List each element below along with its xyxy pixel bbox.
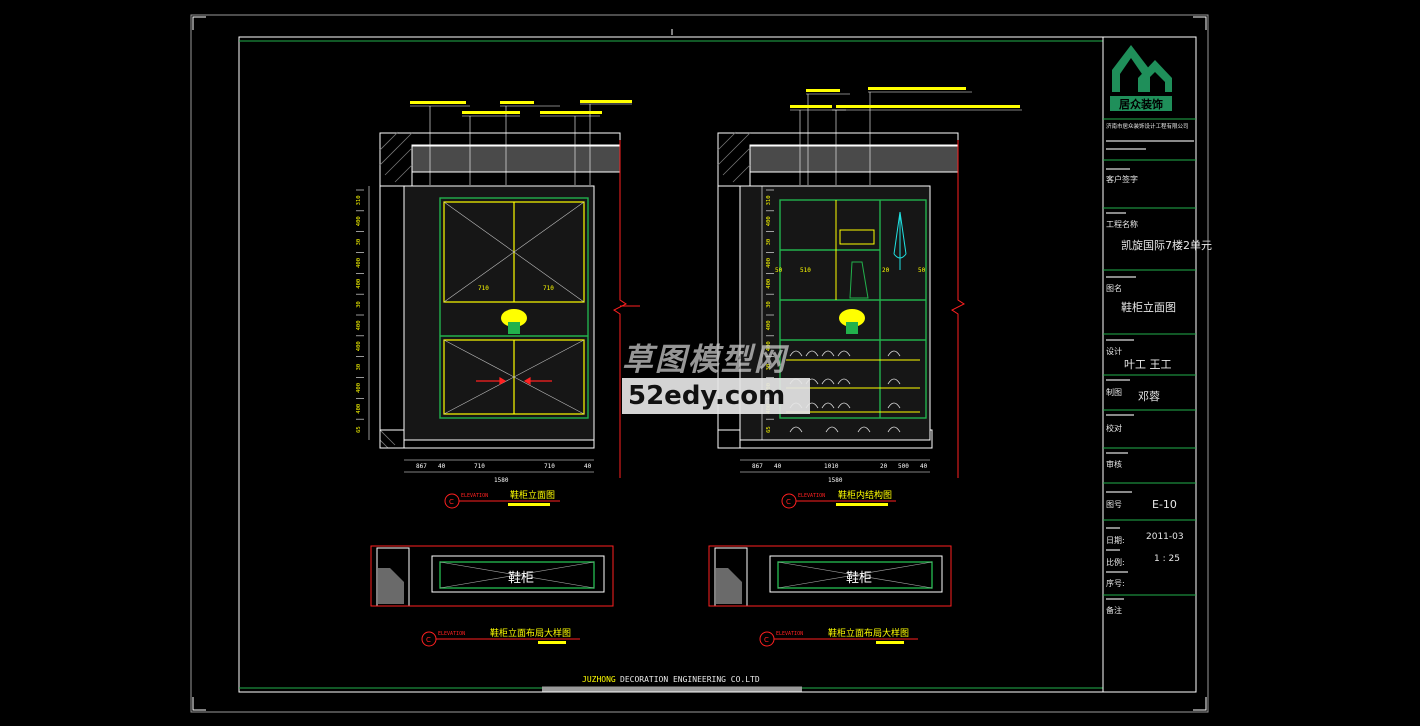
- plan-title-right: 鞋柜立面布局大样图: [828, 627, 909, 639]
- plan-label-right: 鞋柜: [846, 570, 872, 586]
- inner-dim-2: 510: [800, 267, 811, 274]
- audit-label: 审核: [1106, 459, 1122, 469]
- right-vdim-3: 30: [766, 239, 772, 246]
- elevation-label-left: ELEVATION: [461, 493, 488, 499]
- right-vdim-6: 30: [766, 301, 772, 308]
- right-vdim-4: 400: [766, 258, 772, 268]
- right-dim-2: 40: [774, 463, 782, 470]
- right-elevation-view: 50 510 20 50 310400304004003040040030400…: [717, 87, 1022, 509]
- left-dim-total: 1580: [494, 477, 509, 484]
- title-block: 居众装饰 济南市居众装饰设计工程有限公司: [1103, 45, 1212, 615]
- left-vdim-5: 400: [356, 279, 362, 289]
- scale-value: 1 : 25: [1154, 554, 1180, 564]
- left-dim-3: 710: [474, 463, 485, 470]
- footer-company-en-1: JUZHONG: [582, 675, 616, 684]
- umbrella-icon: [893, 211, 907, 270]
- company-full-name: 济南市居众装饰设计工程有限公司: [1106, 122, 1189, 130]
- right-plan-detail: 鞋柜 C ELEVATION 鞋柜立面布局大样图: [708, 545, 952, 647]
- drawing-label: 图名: [1106, 283, 1122, 293]
- designer-names: 叶工 王工: [1124, 358, 1172, 371]
- check-label: 校对: [1106, 423, 1122, 433]
- left-dim-1: 867: [416, 463, 427, 470]
- left-vdim-10: 400: [356, 383, 362, 393]
- left-dim-5: 40: [584, 463, 592, 470]
- flower-vase-icon: [501, 309, 527, 334]
- left-view-title: 鞋柜立面图: [510, 489, 555, 501]
- drafter-name: 邓蓉: [1138, 390, 1160, 403]
- company-logo: [1110, 45, 1172, 111]
- right-flower-vase-icon: [839, 309, 865, 334]
- number-label: 图号: [1106, 500, 1122, 509]
- right-vdim-1: 310: [766, 195, 772, 205]
- sheet-frame: [190, 14, 1209, 713]
- right-dim-total: 1580: [828, 477, 843, 484]
- footer-company-en-2: DECORATION ENGINEERING CO.LTD: [620, 675, 760, 684]
- right-dim-1: 867: [752, 463, 763, 470]
- logo-text: 居众装饰: [1119, 97, 1163, 111]
- scale-label: 比例:: [1106, 557, 1125, 567]
- plan-elevation-right: ELEVATION: [776, 631, 803, 637]
- right-cabinet-frame: [779, 199, 927, 419]
- design-label: 设计: [1106, 346, 1122, 356]
- left-vdim-11: 400: [356, 404, 362, 414]
- right-dim-5: 500: [898, 463, 909, 470]
- right-dim-6: 40: [920, 463, 928, 470]
- left-vertical-dimensions: 310 400 30 400 400 30 400 400 30 400 400 65: [356, 189, 364, 433]
- elevation-label-right: ELEVATION: [798, 493, 825, 499]
- right-vdim-7: 400: [766, 320, 772, 330]
- left-vdim-1: 310: [356, 195, 362, 205]
- inner-dim-1: 50: [775, 267, 783, 274]
- section-marker-letter-right: C: [786, 498, 791, 506]
- left-dim-4: 710: [544, 463, 555, 470]
- plan-marker-right: C: [764, 636, 769, 644]
- left-dim-2: 40: [438, 463, 446, 470]
- right-dim-3: 1010: [824, 463, 839, 470]
- date-value: 2011-03: [1146, 532, 1184, 542]
- section-marker-letter-left: C: [449, 498, 454, 506]
- inner-dim-3: 20: [882, 267, 890, 274]
- door-width-left: 710: [478, 285, 489, 292]
- left-vdim-6: 30: [356, 301, 362, 308]
- left-vdim-12: 65: [356, 426, 362, 433]
- left-vdim-9: 30: [356, 364, 362, 371]
- watermark-url: 52edy.com: [622, 378, 810, 414]
- sequence-label: 序号:: [1106, 578, 1125, 588]
- right-view-title: 鞋柜内结构图: [838, 489, 892, 501]
- left-vdim-7: 400: [356, 320, 362, 330]
- left-vdim-3: 30: [356, 239, 362, 246]
- drawing-number: E-10: [1152, 498, 1177, 511]
- drawing-name: 鞋柜立面图: [1121, 300, 1176, 314]
- right-vdim-5: 400: [766, 279, 772, 289]
- right-vdim-2: 400: [766, 216, 772, 226]
- right-dim-4: 20: [880, 463, 888, 470]
- plan-title-left: 鞋柜立面布局大样图: [490, 627, 571, 639]
- right-vdim-9: 30: [766, 364, 772, 371]
- inner-dim-4: 50: [918, 267, 926, 274]
- project-name: 凯旋国际7楼2单元: [1121, 238, 1212, 252]
- left-vdim-8: 400: [356, 341, 362, 351]
- watermark-title: 草图模型网: [622, 342, 787, 378]
- plan-elevation-left: ELEVATION: [438, 631, 465, 637]
- left-vdim-4: 400: [356, 258, 362, 268]
- left-elevation-view: 710 710 310 400 30 400 400 30 400 400 30 400 400 65…: [356, 100, 640, 509]
- project-label: 工程名称: [1106, 219, 1138, 229]
- client-label: 客户签字: [1106, 174, 1138, 184]
- plan-label-left: 鞋柜: [508, 570, 534, 586]
- left-plan-detail: 鞋柜 C ELEVATION 鞋柜立面布局大样图: [370, 545, 614, 647]
- right-vdim-12: 65: [766, 426, 772, 433]
- door-width-right: 710: [543, 285, 554, 292]
- date-label: 日期:: [1106, 536, 1125, 545]
- remark-label: 备注: [1106, 605, 1122, 615]
- right-vdim-8: 400: [766, 341, 772, 351]
- left-vdim-2: 400: [356, 216, 362, 226]
- drawn-label: 制图: [1106, 387, 1122, 397]
- plan-marker-left: C: [426, 636, 431, 644]
